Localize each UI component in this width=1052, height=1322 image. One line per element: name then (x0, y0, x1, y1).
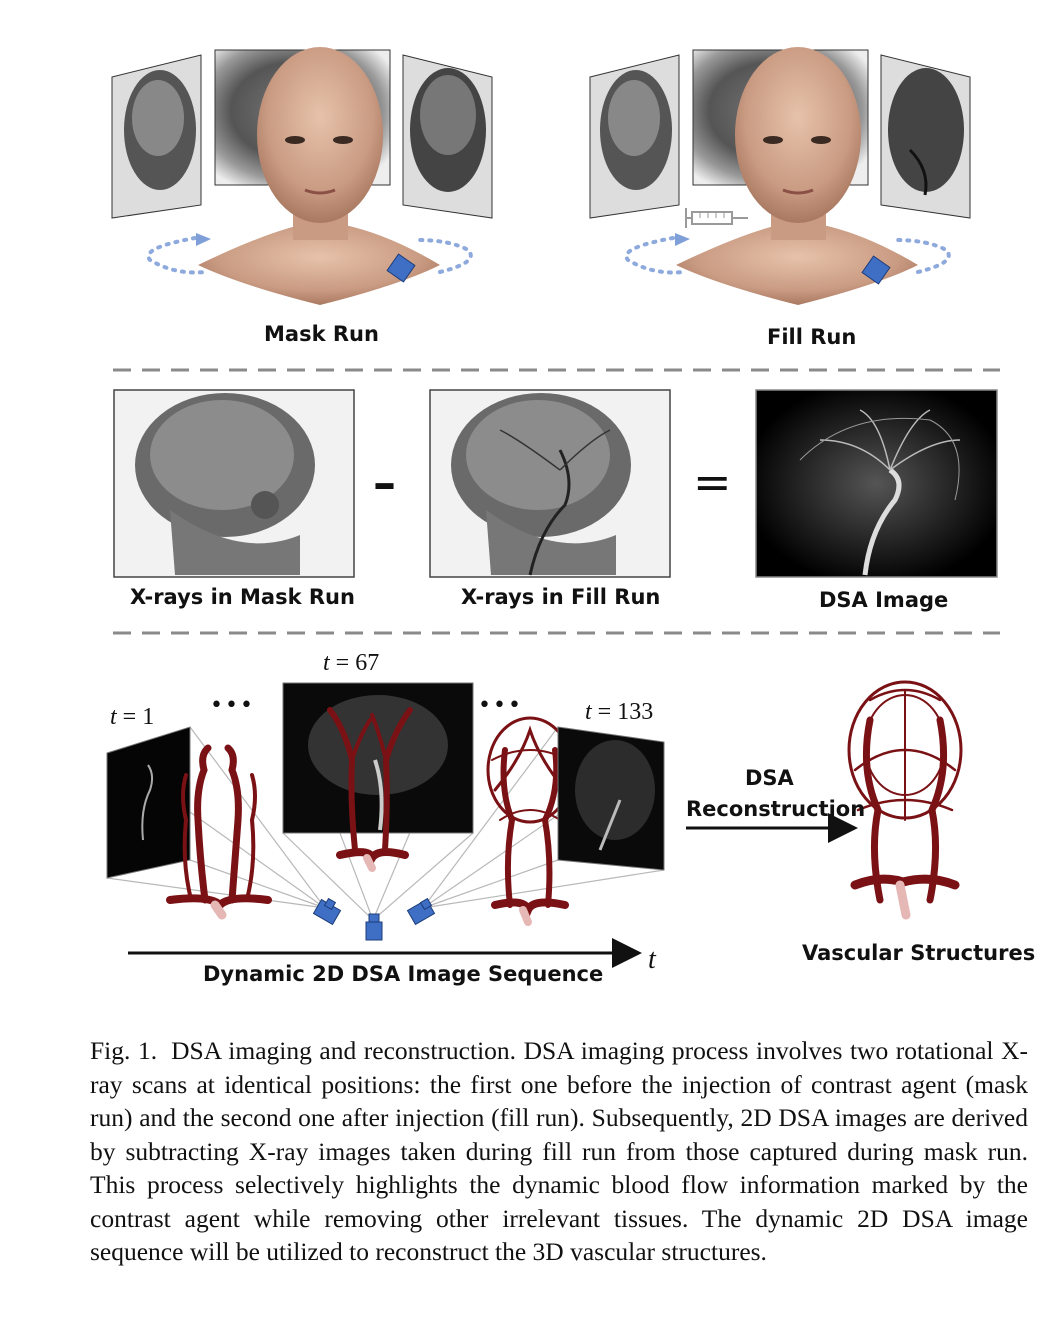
figure-caption: Fig. 1.DSA imaging and reconstruction. D… (90, 1034, 1028, 1269)
time-axis-label: t (648, 944, 656, 975)
dsa-reconstruction-label-line2: Reconstruction (686, 797, 866, 821)
fill-xray-panel-left (589, 54, 680, 219)
fill-patient-model (676, 47, 918, 305)
reconstructed-vessels (847, 680, 963, 920)
minus-operator: – (373, 456, 396, 510)
dsa-frame-t1 (106, 726, 191, 879)
fill-xray-panel-right (880, 54, 971, 219)
time-label-t133: t = 133 (585, 699, 654, 725)
camera-icon (365, 913, 383, 941)
ellipsis-left: ••• (210, 693, 255, 718)
fill-run-label: Fill Run (767, 325, 857, 349)
orbit-arrow-icon (675, 233, 690, 246)
mask-orbit-path (146, 233, 473, 275)
mask-patient-model (198, 47, 440, 305)
fill-run-scene (589, 47, 971, 305)
equals-operator: = (693, 455, 732, 509)
caption-text: DSA imaging and reconstruction. DSA imag… (90, 1036, 1028, 1266)
dsa-image (755, 389, 998, 578)
camera-icon (406, 897, 436, 926)
figure-number: Fig. 1. (90, 1036, 158, 1065)
dsa-frame-t67 (282, 682, 474, 834)
fill-orbit-path (624, 233, 951, 275)
dsa-image-label: DSA Image (819, 588, 949, 612)
xray-fill-label: X-rays in Fill Run (461, 585, 661, 609)
sequence-label: Dynamic 2D DSA Image Sequence (203, 962, 604, 986)
dsa-reconstruction-label-line1: DSA (745, 766, 794, 790)
syringe-icon (685, 208, 748, 228)
camera-icon (312, 897, 342, 926)
vascular-structures-label: Vascular Structures (802, 941, 1036, 965)
orbit-arrow-icon (196, 233, 211, 246)
figure-canvas (106, 47, 1000, 968)
mask-xray-panel-left (111, 54, 202, 219)
ellipsis-right: ••• (478, 693, 523, 718)
xray-mask-image (113, 389, 355, 578)
mask-camera-icon (386, 253, 416, 283)
mask-run-label: Mask Run (264, 322, 379, 346)
time-label-t1: t = 1 (110, 704, 155, 730)
fill-camera-icon (861, 255, 891, 285)
time-label-t67: t = 67 (323, 650, 380, 676)
xray-mask-label: X-rays in Mask Run (130, 585, 355, 609)
vessel-tree-early (166, 744, 272, 920)
vessel-tree-mid (327, 707, 413, 872)
mask-run-scene (111, 47, 493, 305)
mask-xray-panel-right (402, 54, 493, 219)
dsa-frame-t133 (557, 726, 665, 871)
xray-fill-image (429, 389, 671, 578)
